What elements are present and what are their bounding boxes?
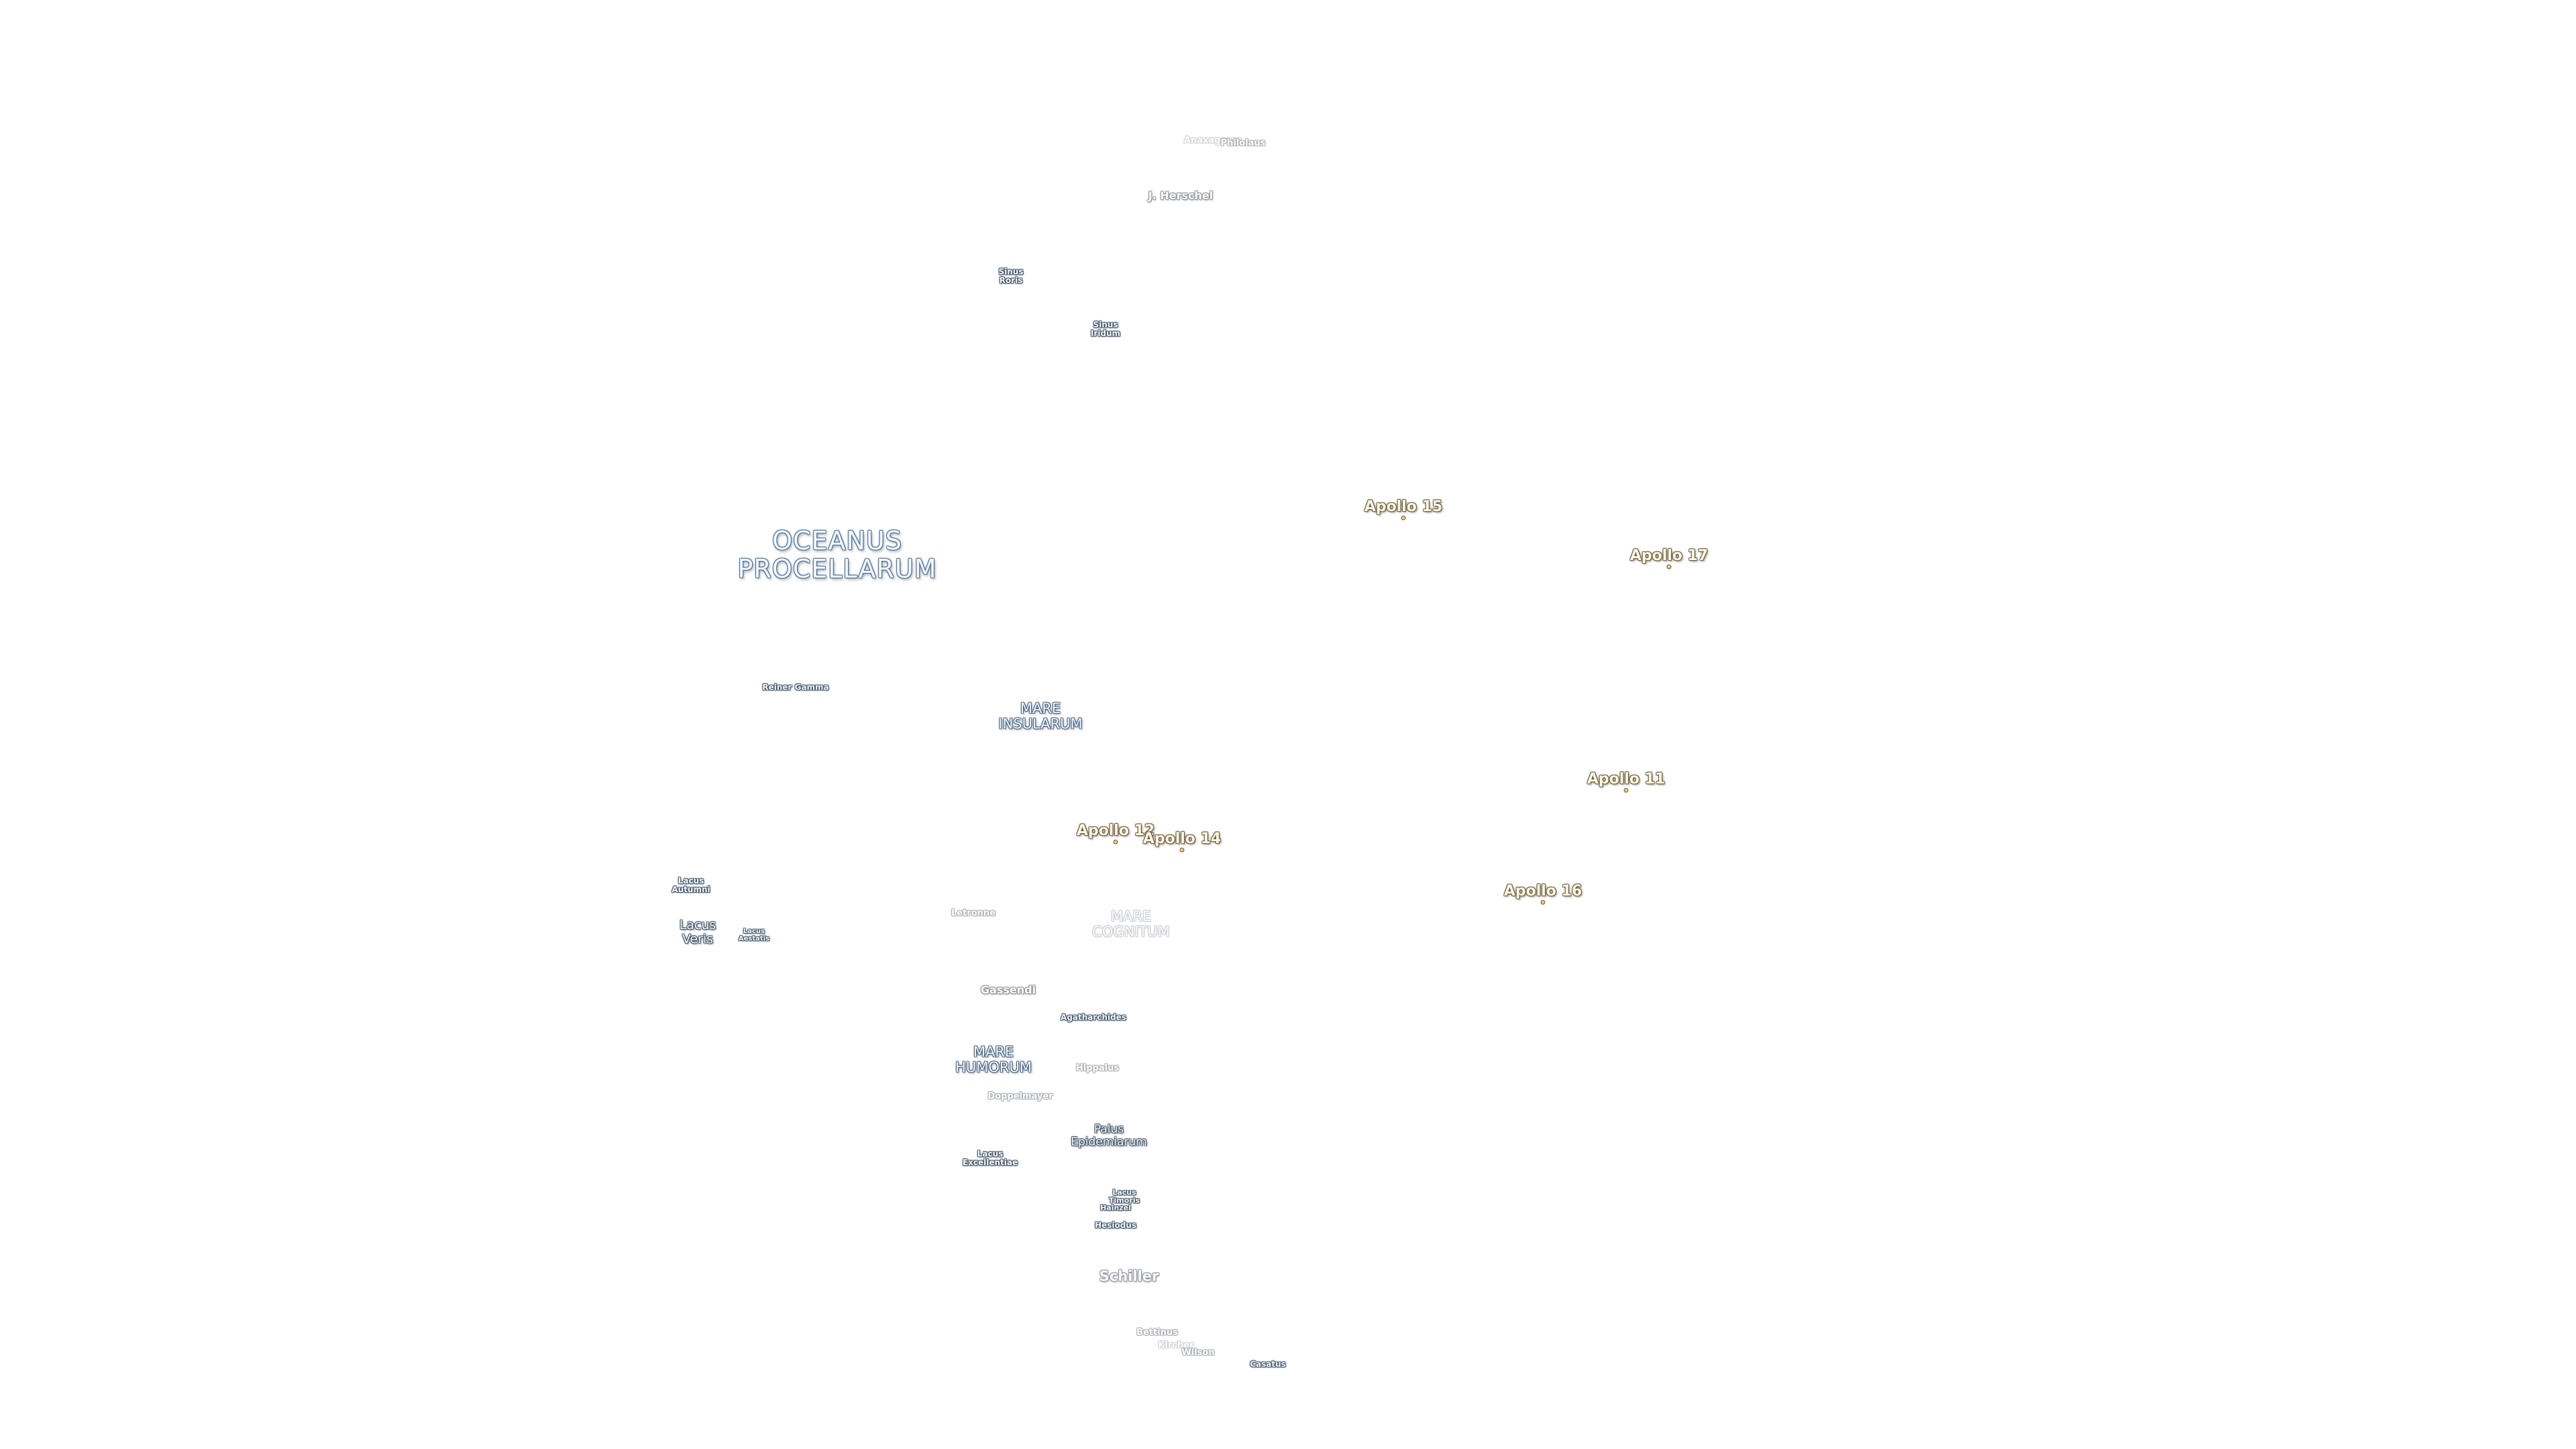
apollo-12-label[interactable]: Apollo 12 <box>1076 822 1155 839</box>
apollo-14-label[interactable]: Apollo 14 <box>1142 830 1222 847</box>
apollo-14-marker-icon[interactable] <box>1179 847 1185 853</box>
crater-label-bettinus: Bettinus <box>1136 1327 1178 1338</box>
crater-label-casatus: Casatus <box>1250 1359 1286 1369</box>
feature-label-lacus-excellentiae: Lacus Excellentiae <box>962 1148 1018 1167</box>
feature-label-lacus-veris: Lacus Veris <box>679 918 716 947</box>
feature-label-lacus-autumni: Lacus Autumni <box>672 875 710 894</box>
apollo-16-label[interactable]: Apollo 16 <box>1503 882 1582 900</box>
feature-label-sinus-roris: Sinus Roris <box>998 266 1024 285</box>
crater-label-j-herschel: J. Herschel <box>1148 189 1214 203</box>
crater-label-philolaus: Philolaus <box>1220 138 1266 148</box>
sea-label-mare-insularum: MARE INSULARUM <box>998 700 1083 732</box>
crater-label-anaxagoras: Anaxagoras <box>1183 135 1242 146</box>
sea-label-oceanus-procellarum: OCEANUS PROCELLARUM <box>737 526 937 584</box>
feature-label-reiner-gamma: Reiner Gamma <box>762 682 829 692</box>
apollo-17-marker-icon[interactable] <box>1666 564 1672 570</box>
crater-label-hesiodus: Hesiodus <box>1095 1220 1136 1230</box>
crater-label-agatharchides: Agatharchides <box>1061 1012 1126 1022</box>
crater-label-kircher: Kircher <box>1158 1340 1194 1350</box>
crater-label-doppelmayer: Doppelmayer <box>987 1091 1053 1102</box>
crater-label-schiller: Schiller <box>1099 1268 1159 1285</box>
apollo-16-marker-icon[interactable] <box>1540 900 1546 905</box>
sea-label-mare-cognitum: MARE COGNITUM <box>1092 908 1170 940</box>
apollo-15-label[interactable]: Apollo 15 <box>1364 498 1443 515</box>
feature-label-lacus-aestatis: Lacus Aestatis <box>738 928 770 943</box>
apollo-11-label[interactable]: Apollo 11 <box>1587 770 1666 788</box>
apollo-11-marker-icon[interactable] <box>1623 788 1629 793</box>
crater-label-hippalus: Hippalus <box>1075 1063 1120 1073</box>
apollo-12-marker-icon[interactable] <box>1113 839 1118 845</box>
feature-label-lacus-timoris: Lacus Timoris <box>1108 1187 1140 1205</box>
crater-label-letronne: Letronne <box>951 908 996 918</box>
crater-label-wilson: Wilson <box>1181 1347 1215 1358</box>
apollo-17-label[interactable]: Apollo 17 <box>1629 547 1709 564</box>
feature-label-sinus-iridum: Sinus Iridum <box>1090 319 1121 338</box>
crater-label-gassendi: Gassendi <box>980 983 1036 997</box>
crater-label-hainzel: Hainzel <box>1100 1203 1131 1212</box>
apollo-15-marker-icon[interactable] <box>1401 515 1406 521</box>
sea-label-mare-humorum: MARE HUMORUM <box>955 1043 1032 1075</box>
feature-label-palus-epidemiarum: Palus Epidemiarum <box>1071 1122 1147 1148</box>
